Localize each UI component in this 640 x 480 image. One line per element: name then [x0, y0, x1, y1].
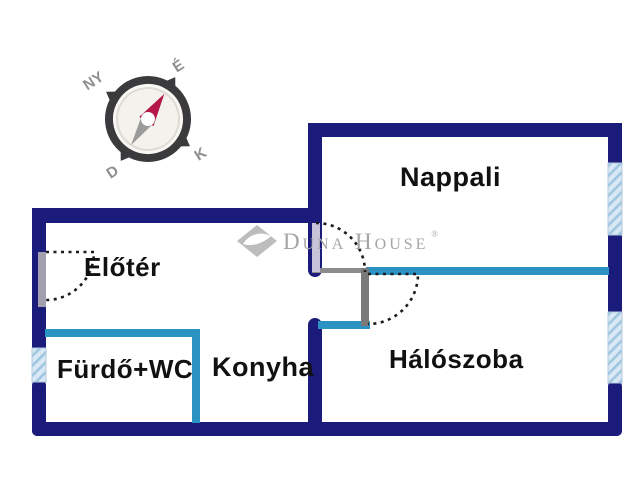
window-haloszoba [607, 311, 623, 384]
room-label-furdo-wc: Fürdő+WC [57, 354, 194, 384]
wall-right-upper [608, 123, 622, 165]
outer-walls [32, 123, 622, 436]
wall-divider-lower [308, 318, 322, 430]
entrance-door-leaf [38, 252, 46, 307]
wall-left-lower [32, 380, 46, 436]
wall-bottom [32, 422, 622, 436]
wall-right-middle [608, 233, 622, 314]
compass-label-north: É [170, 56, 188, 76]
haloszoba-door-leaf [361, 268, 369, 326]
window-furdo [31, 347, 47, 383]
partition-furdo-right [192, 329, 200, 423]
doors [38, 221, 420, 326]
room-label-nappali: Nappali [400, 162, 502, 192]
compass-label-south: D [103, 162, 121, 182]
compass-label-west: NY [80, 68, 107, 94]
partition-furdo-top [45, 329, 200, 337]
compass: NY É K D [80, 56, 210, 182]
nappali-door-swing-arc [315, 221, 367, 273]
entrance-door-swing-arc [45, 250, 96, 302]
wall-top-nappali [308, 123, 622, 137]
window-nappali [607, 162, 623, 236]
room-label-eloter: Előtér [84, 252, 161, 282]
partition-nappali-haloszoba [366, 267, 609, 275]
nappali-door-leaf [312, 223, 320, 272]
partition-walls [45, 267, 609, 423]
wall-top-entry [32, 208, 322, 223]
partition-connector [318, 321, 370, 329]
haloszoba-door-swing-arc [367, 272, 420, 326]
watermark-diamond-icon [237, 225, 277, 257]
compass-needle [131, 93, 165, 145]
windows [31, 162, 623, 384]
watermark: Duna House ® [236, 224, 440, 258]
threshold-line [312, 268, 368, 273]
room-label-haloszoba: Hálószoba [389, 344, 524, 374]
room-label-konyha: Konyha [212, 352, 315, 382]
compass-label-east: K [191, 144, 209, 164]
watermark-registered-mark: ® [431, 229, 439, 239]
watermark-brand: Duna House [283, 228, 429, 254]
